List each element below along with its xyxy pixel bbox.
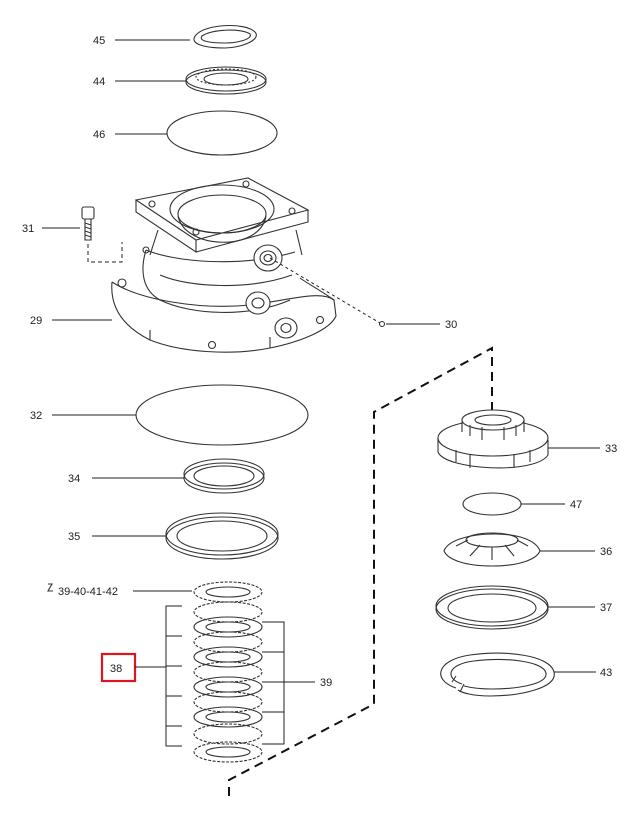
callout-45-label: 45 bbox=[93, 35, 105, 47]
callout-34-label: 34 bbox=[68, 473, 80, 485]
callout-36-label: 36 bbox=[600, 546, 612, 558]
callout-32[interactable]: 32 bbox=[30, 410, 136, 422]
callout-30[interactable]: 30 bbox=[386, 319, 457, 331]
callout-43[interactable]: 43 bbox=[554, 667, 612, 679]
callout-33-label: 33 bbox=[605, 443, 617, 455]
callout-35-label: 35 bbox=[68, 531, 80, 543]
callout-39-label: 39 bbox=[320, 677, 332, 689]
callout-45[interactable]: 45 bbox=[93, 35, 190, 47]
callout-38-highlighted[interactable]: 38 bbox=[100, 652, 166, 683]
callout-47[interactable]: 47 bbox=[521, 499, 582, 511]
part-37-plate bbox=[435, 585, 549, 630]
part-44-bearing bbox=[185, 66, 267, 95]
callout-31[interactable]: 31 bbox=[22, 223, 80, 235]
callout-29[interactable]: 29 bbox=[30, 315, 112, 327]
callout-30-label: 30 bbox=[445, 319, 457, 331]
callout-39[interactable]: 39 bbox=[284, 677, 332, 689]
callout-39-40-41-42-label: 39-40-41-42 bbox=[58, 586, 118, 598]
part-46-o-ring bbox=[166, 110, 278, 156]
callout-46-label: 46 bbox=[93, 129, 105, 141]
part-31-bolt bbox=[81, 206, 123, 263]
callout-35[interactable]: 35 bbox=[68, 531, 166, 543]
callout-33[interactable]: 33 bbox=[548, 443, 617, 455]
part-30-plug bbox=[269, 257, 386, 328]
callout-38-label: 38 bbox=[110, 663, 122, 675]
part-36-belleville-spring bbox=[443, 532, 541, 567]
part-43-snap-ring bbox=[440, 652, 555, 697]
callout-34[interactable]: 34 bbox=[68, 473, 184, 485]
callout-44-label: 44 bbox=[93, 76, 105, 88]
callout-44[interactable]: 44 bbox=[93, 76, 186, 88]
callout-37[interactable]: 37 bbox=[548, 602, 612, 614]
part-45-snap-ring bbox=[193, 24, 257, 49]
callout-43-label: 43 bbox=[600, 667, 612, 679]
part-47-disc bbox=[462, 492, 522, 516]
part-clutch-disc-stack bbox=[165, 581, 285, 763]
part-32-seal bbox=[135, 384, 309, 446]
callout-46[interactable]: 46 bbox=[93, 129, 167, 141]
assembly-dashed-path bbox=[228, 346, 493, 796]
callout-37-label: 37 bbox=[600, 602, 612, 614]
part-33-piston bbox=[437, 409, 549, 469]
callout-39-40-41-42[interactable]: 39-40-41-42 bbox=[47, 583, 192, 598]
part-29-housing bbox=[111, 177, 337, 353]
part-35-thrust-ring bbox=[165, 512, 279, 560]
callout-29-label: 29 bbox=[30, 315, 42, 327]
part-34-spacer-ring bbox=[183, 458, 265, 494]
callout-36[interactable]: 36 bbox=[540, 546, 612, 558]
callout-32-label: 32 bbox=[30, 410, 42, 422]
callout-31-label: 31 bbox=[22, 223, 34, 235]
callout-47-label: 47 bbox=[570, 499, 582, 511]
